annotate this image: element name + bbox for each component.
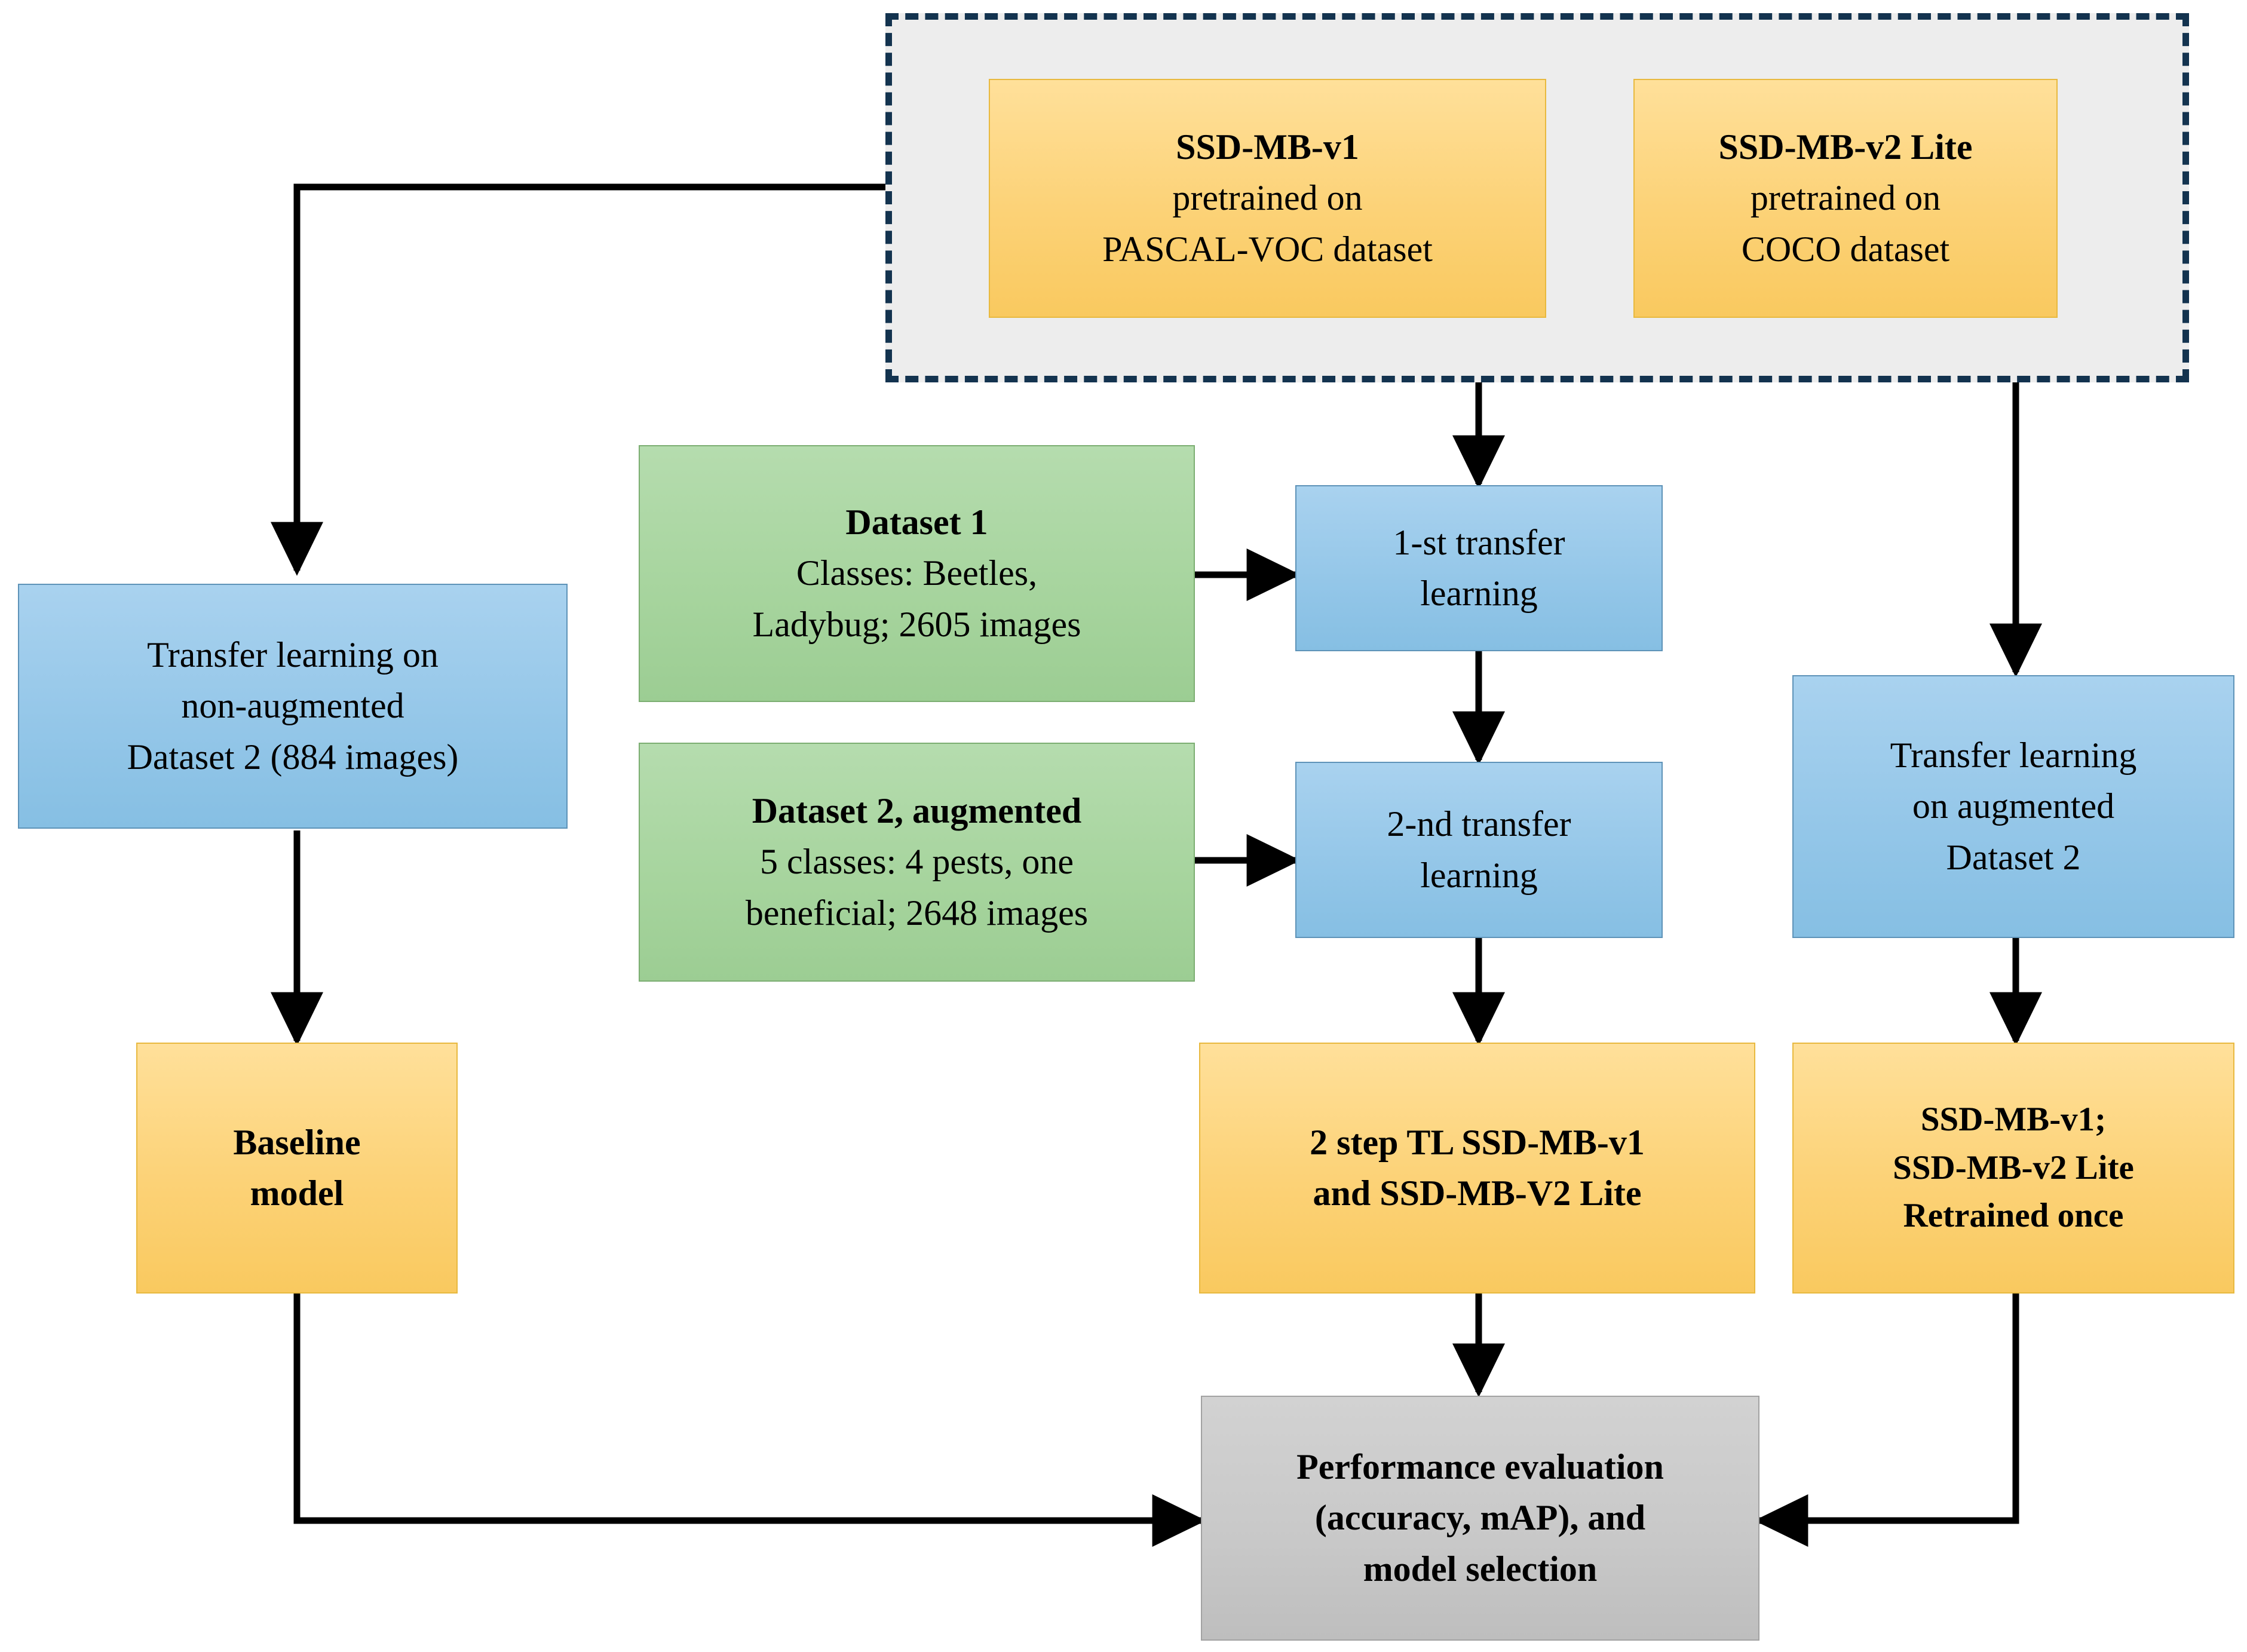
node-line: Transfer learning on xyxy=(147,635,439,675)
node-line: 5 classes: 4 pests, one xyxy=(760,842,1074,882)
node-line: learning xyxy=(1420,574,1538,613)
node-line: PASCAL-VOC dataset xyxy=(1102,229,1433,269)
node-line: non-augmented xyxy=(181,686,404,726)
node-two-step-tl-models[interactable]: 2 step TL SSD-MB-v1 and SSD-MB-V2 Lite xyxy=(1199,1043,1755,1294)
node-line: Retrained once xyxy=(1903,1197,2124,1235)
node-line: beneficial; 2648 images xyxy=(745,893,1089,933)
node-line: Classes: Beetles, xyxy=(796,553,1038,593)
node-line: Ladybug; 2605 images xyxy=(752,604,1081,644)
node-transfer-learning-augmented[interactable]: Transfer learning on augmented Dataset 2 xyxy=(1792,675,2234,938)
node-line: SSD-MB-v2 Lite xyxy=(1718,127,1973,167)
node-baseline-model[interactable]: Baseline model xyxy=(136,1043,458,1294)
node-second-transfer-learning[interactable]: 2-nd transfer learning xyxy=(1295,762,1663,938)
node-line: SSD-MB-v1 xyxy=(1176,127,1359,167)
node-line: Performance evaluation xyxy=(1296,1447,1664,1487)
node-dataset-1[interactable]: Dataset 1 Classes: Beetles, Ladybug; 260… xyxy=(639,445,1195,702)
node-line: 2 step TL SSD-MB-v1 xyxy=(1310,1122,1645,1162)
node-line: Dataset 2 xyxy=(1946,837,2081,877)
node-dataset-2[interactable]: Dataset 2, augmented 5 classes: 4 pests,… xyxy=(639,743,1195,982)
node-line: Dataset 2 (884 images) xyxy=(127,737,459,777)
node-line: and SSD-MB-V2 Lite xyxy=(1313,1173,1642,1213)
node-transfer-learning-non-augmented[interactable]: Transfer learning on non-augmented Datas… xyxy=(18,584,568,829)
node-line: 2-nd transfer xyxy=(1387,804,1571,844)
node-ssd-mb-v1-pretrained[interactable]: SSD-MB-v1 pretrained on PASCAL-VOC datas… xyxy=(989,79,1546,318)
node-line: pretrained on xyxy=(1172,178,1363,218)
node-line: model selection xyxy=(1363,1549,1598,1589)
node-line: COCO dataset xyxy=(1741,229,1950,269)
node-line: 1-st transfer xyxy=(1393,522,1565,562)
node-line: model xyxy=(250,1173,344,1213)
node-line: Transfer learning xyxy=(1890,735,2137,776)
node-retrained-once-models[interactable]: SSD-MB-v1; SSD-MB-v2 Lite Retrained once xyxy=(1792,1043,2234,1294)
node-ssd-mb-v2-lite-pretrained[interactable]: SSD-MB-v2 Lite pretrained on COCO datase… xyxy=(1633,79,2058,318)
node-performance-evaluation[interactable]: Performance evaluation (accuracy, mAP), … xyxy=(1201,1396,1759,1641)
node-line: (accuracy, mAP), and xyxy=(1314,1498,1646,1538)
edge-baseline-to-eval xyxy=(293,1291,1206,1547)
node-line: SSD-MB-v1; xyxy=(1920,1100,2107,1138)
node-line: pretrained on xyxy=(1750,178,1941,218)
edge-retrained-to-eval xyxy=(1754,1291,2019,1547)
node-line: Dataset 2, augmented xyxy=(752,791,1082,831)
node-line: learning xyxy=(1420,855,1538,895)
node-line: on augmented xyxy=(1912,786,2115,826)
node-line: SSD-MB-v2 Lite xyxy=(1893,1148,2134,1187)
node-first-transfer-learning[interactable]: 1-st transfer learning xyxy=(1295,485,1663,651)
node-line: Baseline xyxy=(233,1122,361,1162)
node-line: Dataset 1 xyxy=(845,502,988,543)
